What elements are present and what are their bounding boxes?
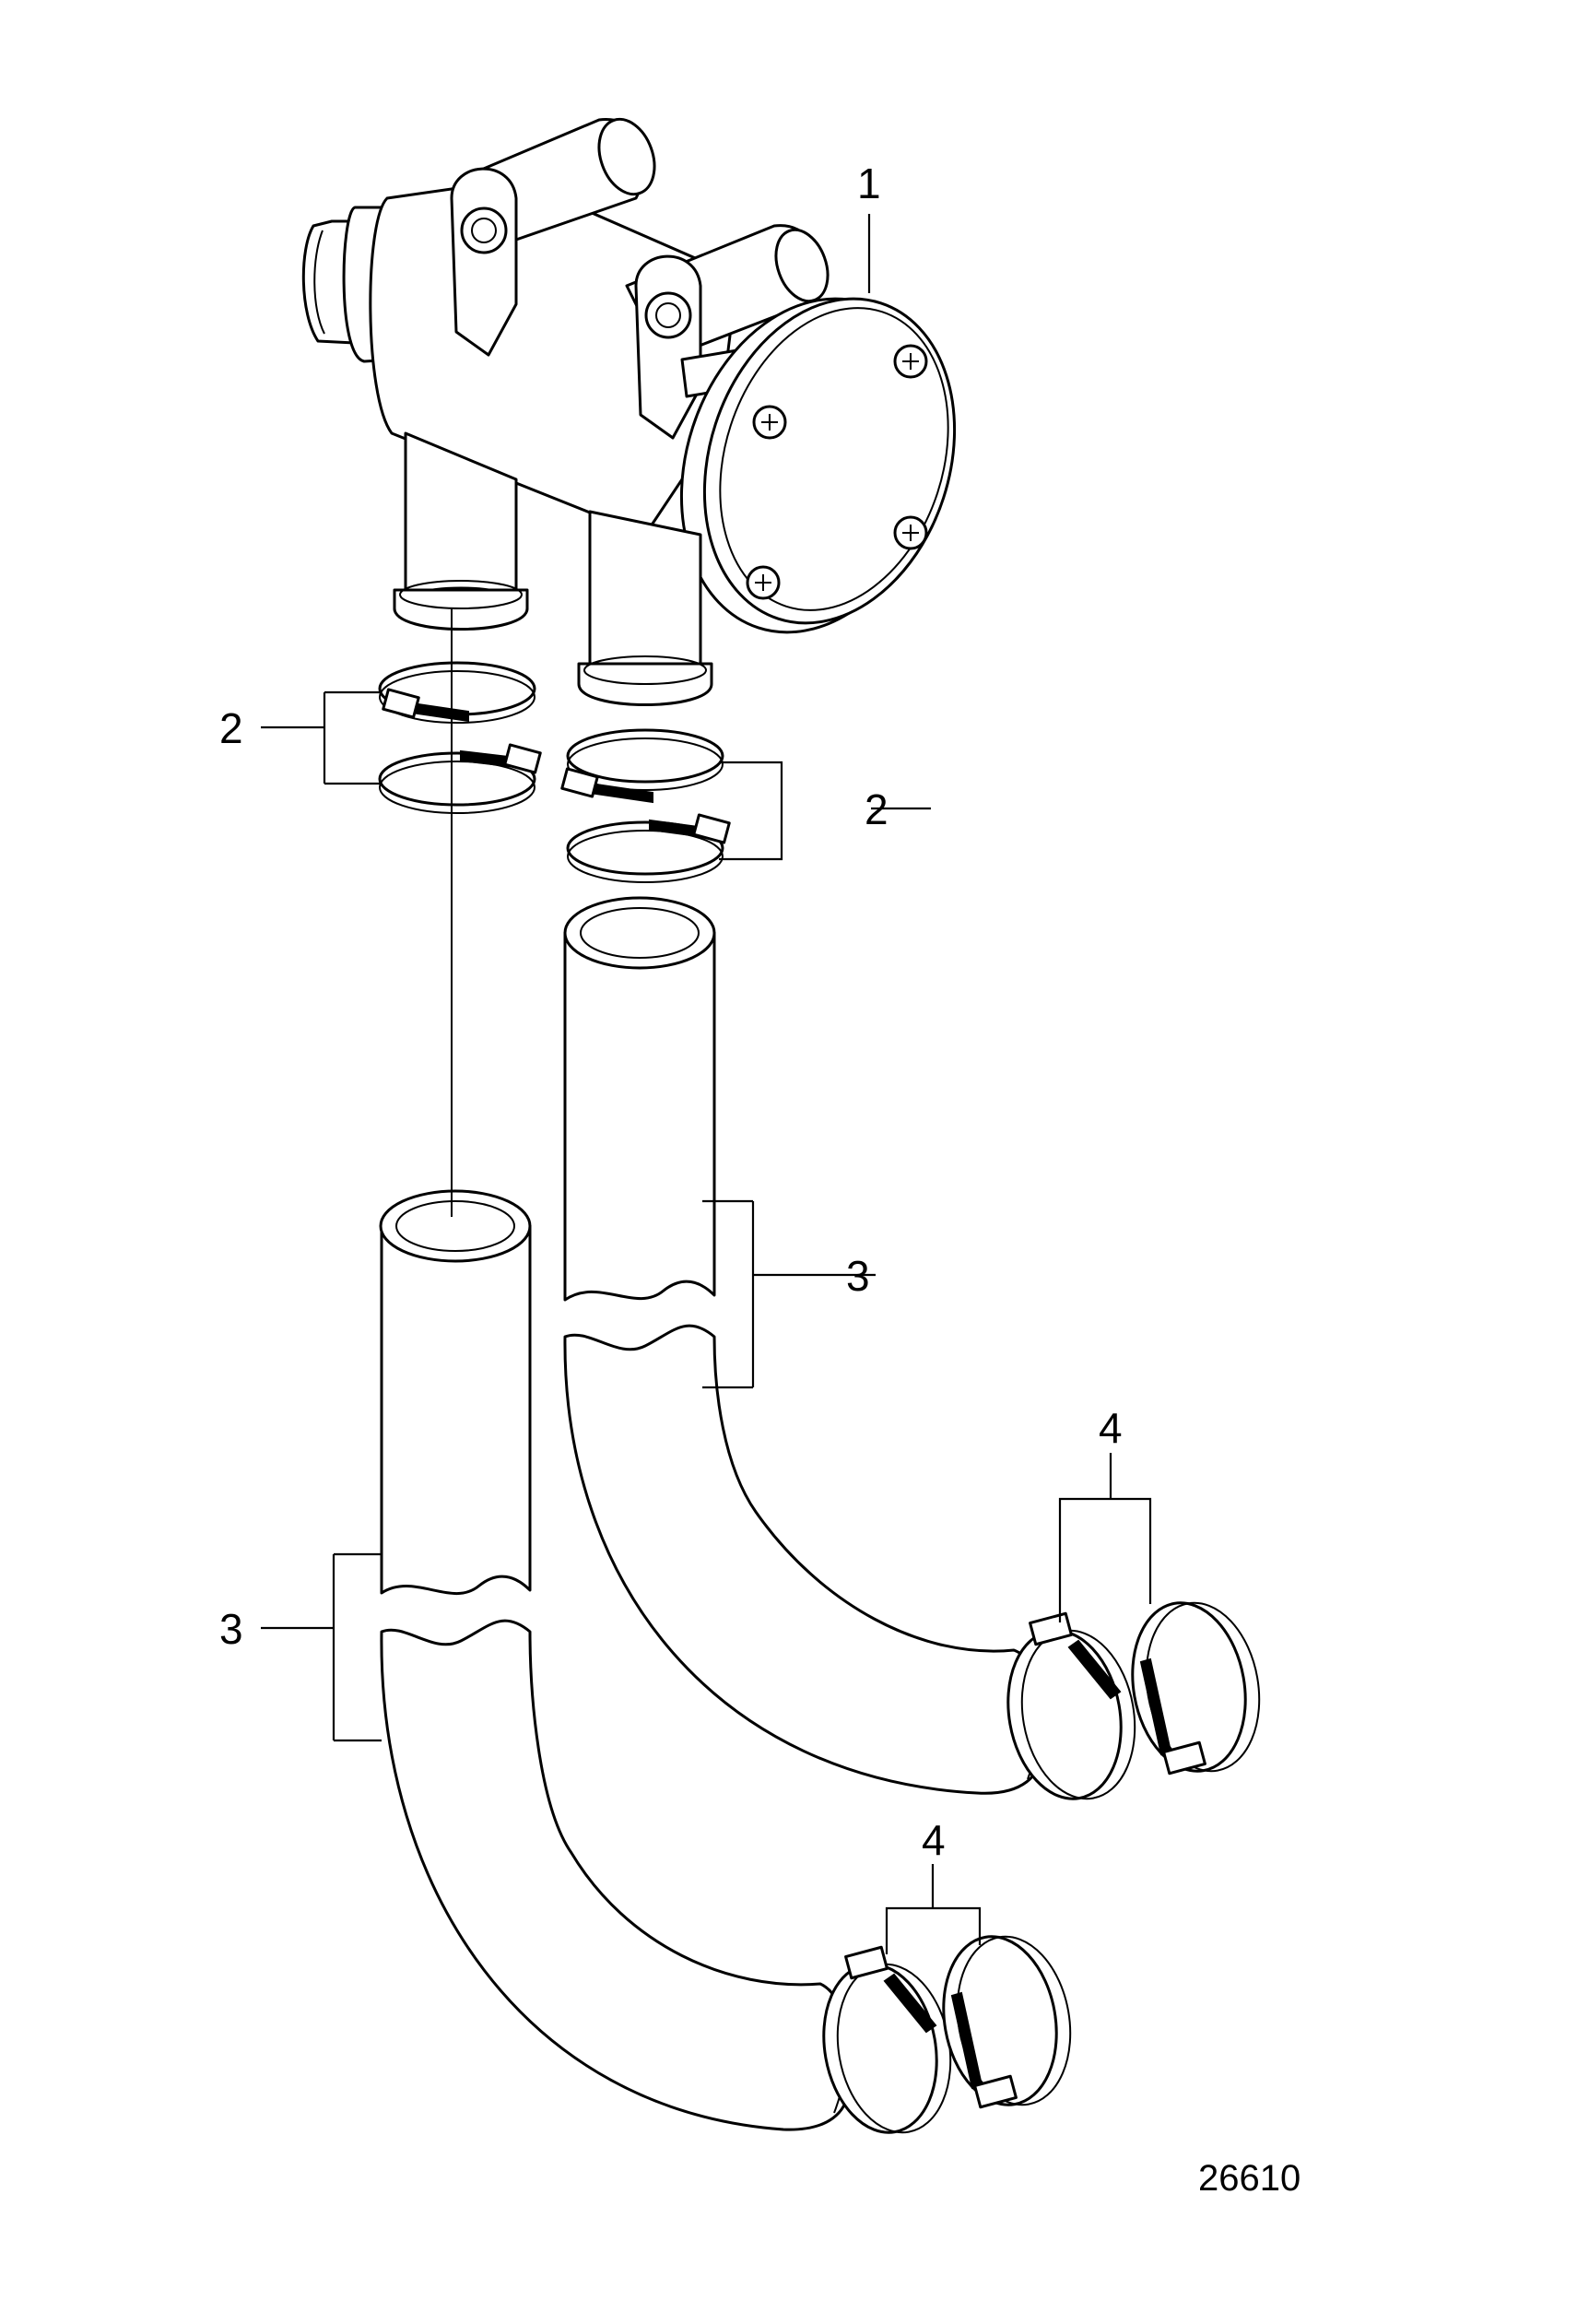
callout-hose-right: 3 xyxy=(846,1252,870,1300)
figure-number: 26610 xyxy=(1198,2158,1300,2199)
hose-clamps-lower-left xyxy=(822,1935,1072,2134)
hose-right xyxy=(563,896,1044,1795)
callout-clamps-upper-left: 2 xyxy=(219,704,243,752)
hose-clamps-upper-right xyxy=(560,728,731,883)
sea-water-pump xyxy=(301,117,957,706)
callout-clamps-upper-right: 2 xyxy=(865,785,889,833)
hose-clamps-upper-left xyxy=(378,661,542,814)
hose-left xyxy=(379,608,851,2131)
leader-lines xyxy=(261,214,1152,1954)
hose-clamps-lower-right xyxy=(1006,1601,1261,1800)
callout-pump: 1 xyxy=(857,159,881,207)
cover-screws xyxy=(746,344,928,600)
callout-hose-left: 3 xyxy=(219,1605,243,1653)
callout-labels: 1 2 2 3 3 4 4 26610 xyxy=(219,159,1300,2199)
callout-clamps-lower-right: 4 xyxy=(1099,1404,1123,1452)
callout-clamps-lower-left: 4 xyxy=(922,1816,946,1864)
